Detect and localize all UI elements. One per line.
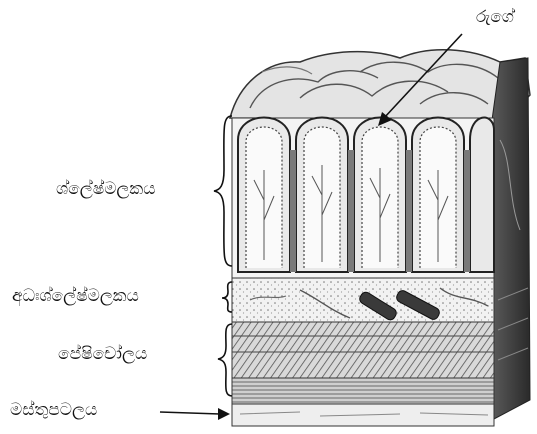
muscularis-label: පේෂිචෝලය: [58, 346, 147, 363]
serosa-label: මස්තුපටලය: [10, 402, 97, 419]
right-side-face: [492, 58, 530, 420]
mucosa-brace: [214, 116, 232, 266]
mucosa-top-surface: [230, 50, 530, 120]
serosa-arrow: [160, 408, 230, 420]
submucosa-label: අධඃශ්ලේෂ්මලකය: [12, 288, 139, 305]
serosa-layer: [232, 404, 494, 426]
muscularis-brace: [218, 324, 232, 396]
submucosa-brace: [222, 282, 232, 312]
muscularis-layer: [232, 322, 494, 404]
mucosa-label: ශ්ලේෂ්මලකය: [56, 181, 155, 198]
submucosa-layer: [232, 278, 494, 322]
rugae-label: රුගේ: [476, 9, 514, 26]
mucosa-layer: [232, 118, 494, 279]
